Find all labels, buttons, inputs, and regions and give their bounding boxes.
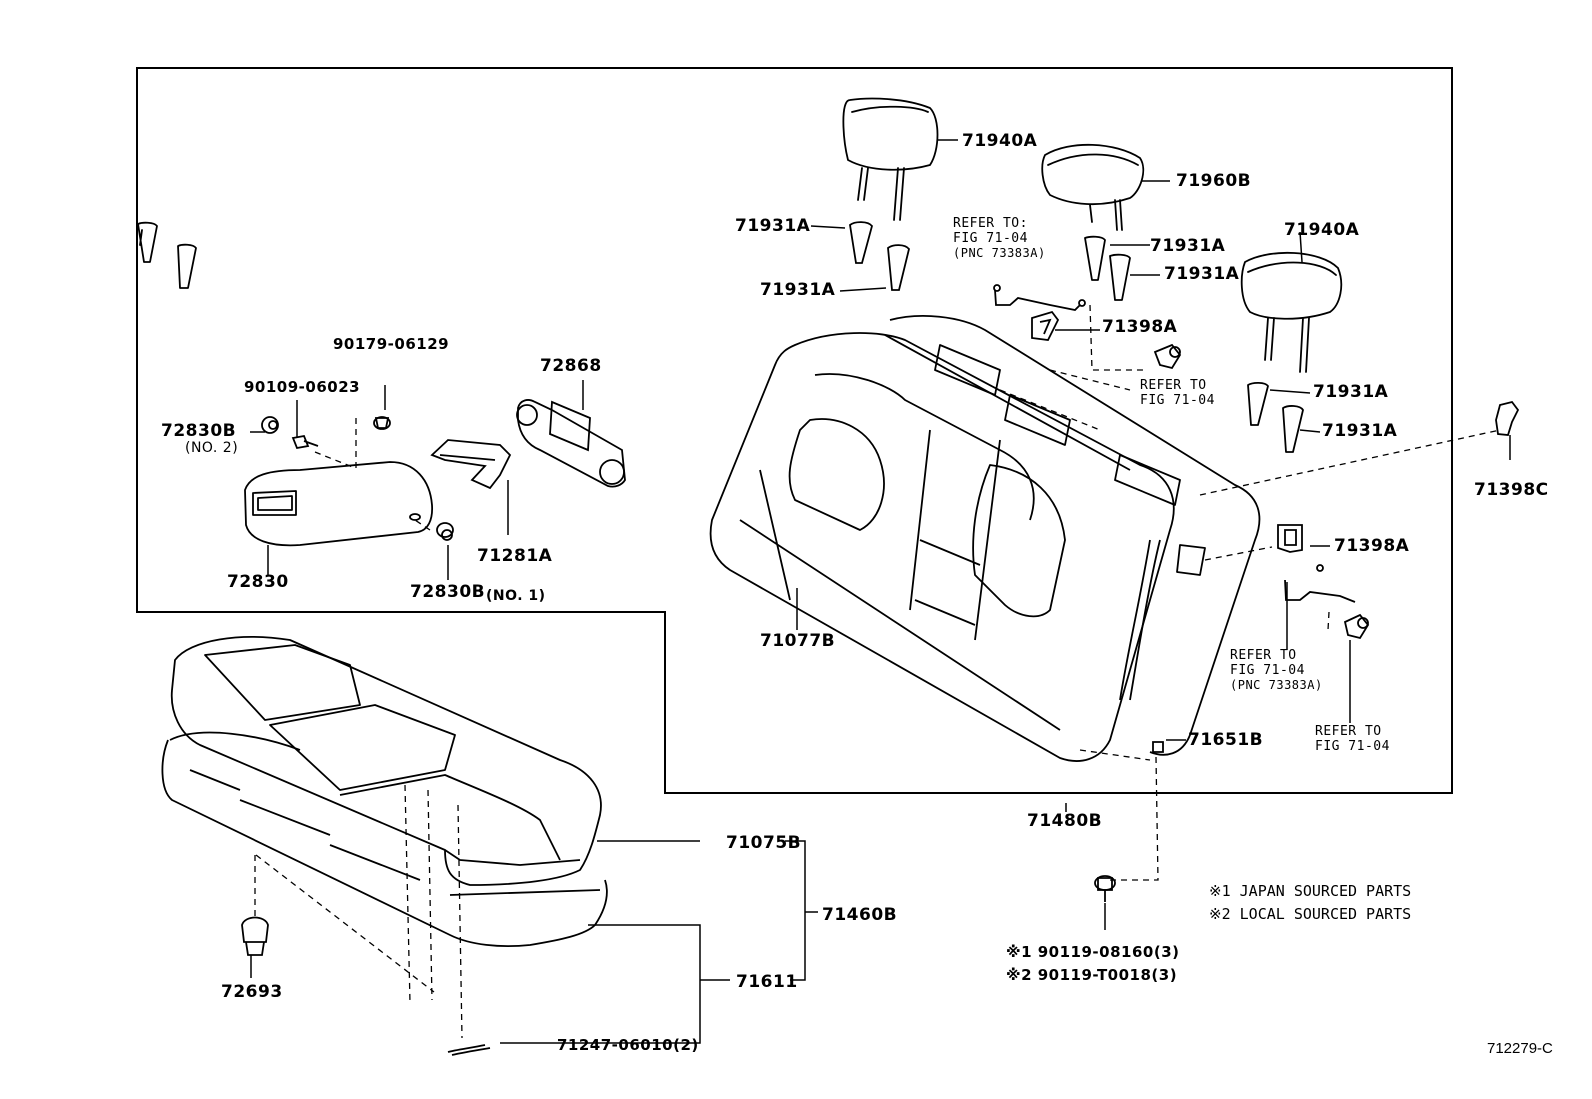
label-90179-06129: 90179-06129 — [333, 335, 450, 353]
seat-cushion — [161, 636, 608, 947]
label-90109-06023: 90109-06023 — [244, 378, 361, 396]
label-71931A-2: 71931A — [760, 280, 836, 300]
ref-note-1-line2: FIG 71-04 — [953, 231, 1028, 246]
armrest-72830 — [244, 461, 433, 547]
ref-note-2: REFER TO FIG 71-04 — [1140, 378, 1215, 408]
clip-71398C — [1495, 400, 1520, 436]
cap-72830B-no2 — [261, 416, 279, 434]
label-71931A-5: 71931A — [1313, 382, 1389, 402]
harness-top — [993, 284, 1086, 311]
guide-71931A-1 — [137, 221, 158, 263]
headrest-71940A-right — [1240, 251, 1343, 373]
guide-71931A-5 — [1247, 381, 1269, 426]
note-japan-sourced: ※1 JAPAN SOURCED PARTS — [1209, 882, 1412, 900]
hinge-71281A — [430, 439, 512, 490]
bolt-90119 — [1094, 875, 1116, 902]
seat-back — [709, 315, 1261, 762]
label-71398C: 71398C — [1474, 480, 1549, 500]
label-71611: 71611 — [736, 972, 798, 992]
label-71931A-6: 71931A — [1322, 421, 1398, 441]
clip-72693 — [241, 916, 269, 956]
label-71931A-4: 71931A — [1164, 264, 1240, 284]
nut-90179-06129 — [373, 416, 391, 430]
ref-note-2-line2: FIG 71-04 — [1140, 393, 1215, 408]
ref-note-4: REFER TO FIG 71-04 — [1315, 724, 1390, 754]
diagram-frame — [136, 67, 1453, 794]
guide-71931A-6 — [1282, 405, 1304, 453]
label-71931A-3: 71931A — [1150, 236, 1226, 256]
ref-note-1-line1: REFER TO: — [953, 216, 1028, 231]
ref-note-3-line2: FIG 71-04 — [1230, 663, 1305, 678]
label-71075B: 71075B — [726, 833, 802, 853]
label-71281A: 71281A — [477, 546, 553, 566]
label-71931A-1: 71931A — [735, 216, 811, 236]
label-71398A-top: 71398A — [1102, 317, 1178, 337]
label-71940A-left: 71940A — [962, 131, 1038, 151]
label-72693: 72693 — [221, 982, 283, 1002]
ref-note-4-line2: FIG 71-04 — [1315, 739, 1390, 754]
ref-note-2-line1: REFER TO — [1140, 378, 1207, 393]
label-71940A-right: 71940A — [1284, 220, 1360, 240]
guide-71931A-2 — [177, 243, 197, 289]
label-72830B-no2: 72830B — [161, 421, 237, 441]
ref-note-3-line3: (PNC 73383A) — [1230, 678, 1323, 692]
headrest-71960B — [1041, 143, 1145, 231]
latch-71651B — [1152, 741, 1164, 753]
label-bolt-japan: ※1 90119-08160(3) — [1006, 943, 1180, 961]
headrest-71940A-left — [842, 97, 939, 221]
label-72830: 72830 — [227, 572, 289, 592]
label-no1: (NO. 1) — [486, 588, 546, 604]
guide-71931A-3 — [1084, 235, 1106, 281]
clip-top-ref — [1153, 343, 1182, 370]
ref-note-1: REFER TO: FIG 71-04 (PNC 73383A) — [953, 216, 1046, 261]
harness-right — [1284, 564, 1356, 603]
ref-note-3: REFER TO FIG 71-04 (PNC 73383A) — [1230, 648, 1323, 693]
label-71960B: 71960B — [1176, 171, 1252, 191]
clip-71398A-top — [1031, 310, 1060, 341]
label-71077B: 71077B — [760, 631, 836, 651]
cap-72830B-no1 — [436, 522, 454, 541]
guide-71931A-4 — [1109, 253, 1131, 301]
label-71651B: 71651B — [1188, 730, 1264, 750]
figure-id: 712279-C — [1487, 1040, 1553, 1057]
label-71247-06010: 71247-06010(2) — [557, 1036, 699, 1054]
label-no2: (NO. 2) — [185, 440, 239, 456]
label-bolt-local: ※2 90119-T0018(3) — [1006, 966, 1178, 984]
label-71480B: 71480B — [1027, 811, 1103, 831]
label-71460B: 71460B — [822, 905, 898, 925]
clip-right-ref — [1343, 613, 1370, 640]
note-local-sourced: ※2 LOCAL SOURCED PARTS — [1209, 905, 1412, 923]
bracket-72868 — [516, 399, 626, 488]
hook-71247 — [447, 1044, 491, 1056]
ref-note-4-line1: REFER TO — [1315, 724, 1382, 739]
label-72830B-no1: 72830B — [410, 582, 486, 602]
ref-note-3-line1: REFER TO — [1230, 648, 1297, 663]
label-71398A-right: 71398A — [1334, 536, 1410, 556]
label-72868: 72868 — [540, 356, 602, 376]
stud-90109-06023 — [291, 434, 319, 450]
bracket-71398A-right — [1277, 524, 1303, 553]
ref-note-1-line3: (PNC 73383A) — [953, 246, 1046, 260]
